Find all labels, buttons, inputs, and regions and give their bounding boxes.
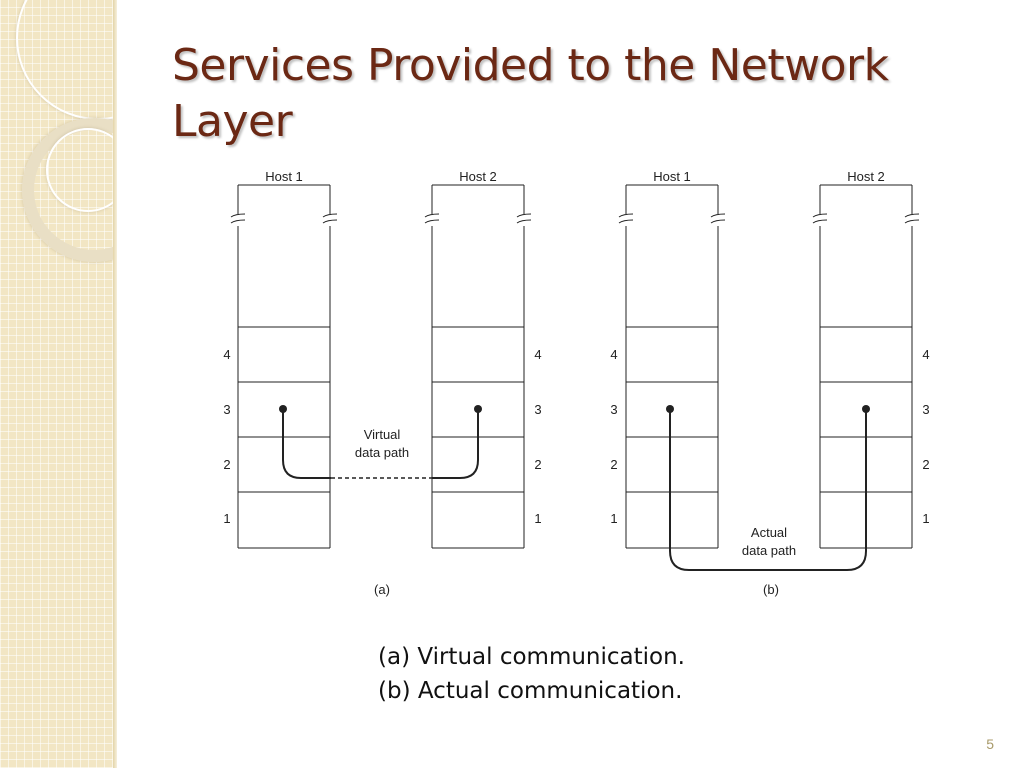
figure-caption: (a) Virtual communication. (b) Actual co…: [378, 640, 685, 708]
layer-number: 4: [922, 347, 929, 362]
path-label: Actual: [751, 525, 787, 540]
actual-data-path: [666, 405, 870, 571]
layer-number: 2: [610, 457, 617, 472]
layer-number: 3: [922, 402, 929, 417]
sidebar-divider: [113, 0, 117, 768]
decorative-sidebar: [0, 0, 113, 768]
layer-number: 2: [223, 457, 230, 472]
panel-b-host1-stack: [618, 184, 726, 549]
path-label: data path: [742, 543, 796, 558]
panel-label: (a): [374, 582, 390, 597]
page-number: 5: [986, 736, 994, 752]
host-label: Host 1: [653, 169, 691, 184]
caption-line: (a) Virtual communication.: [378, 644, 685, 670]
layer-number: 3: [610, 402, 617, 417]
path-label: Virtual: [364, 427, 401, 442]
virtual-data-path: [279, 405, 482, 479]
layer-number: 3: [534, 402, 541, 417]
layer-number: 2: [922, 457, 929, 472]
host-label: Host 2: [847, 169, 885, 184]
host-label: Host 1: [265, 169, 303, 184]
panel-label: (b): [763, 582, 779, 597]
layer-number: 2: [534, 457, 541, 472]
panel-b-host2-stack: [812, 184, 920, 549]
path-label: data path: [355, 445, 409, 460]
layer-number: 4: [534, 347, 541, 362]
layer-number: 1: [223, 511, 230, 526]
layer-number: 1: [610, 511, 617, 526]
layer-number: 3: [223, 402, 230, 417]
host-label: Host 2: [459, 169, 497, 184]
layer-number: 1: [922, 511, 929, 526]
caption-line: (b) Actual communication.: [378, 678, 683, 704]
layer-number: 1: [534, 511, 541, 526]
panel-a-host1-stack: [230, 184, 338, 549]
panel-a-host2-stack: [424, 184, 532, 549]
slide-title: Services Provided to the Network Layer: [172, 40, 889, 147]
decorative-ring: [46, 128, 113, 212]
layer-number: 4: [223, 347, 230, 362]
layer-number: 4: [610, 347, 617, 362]
